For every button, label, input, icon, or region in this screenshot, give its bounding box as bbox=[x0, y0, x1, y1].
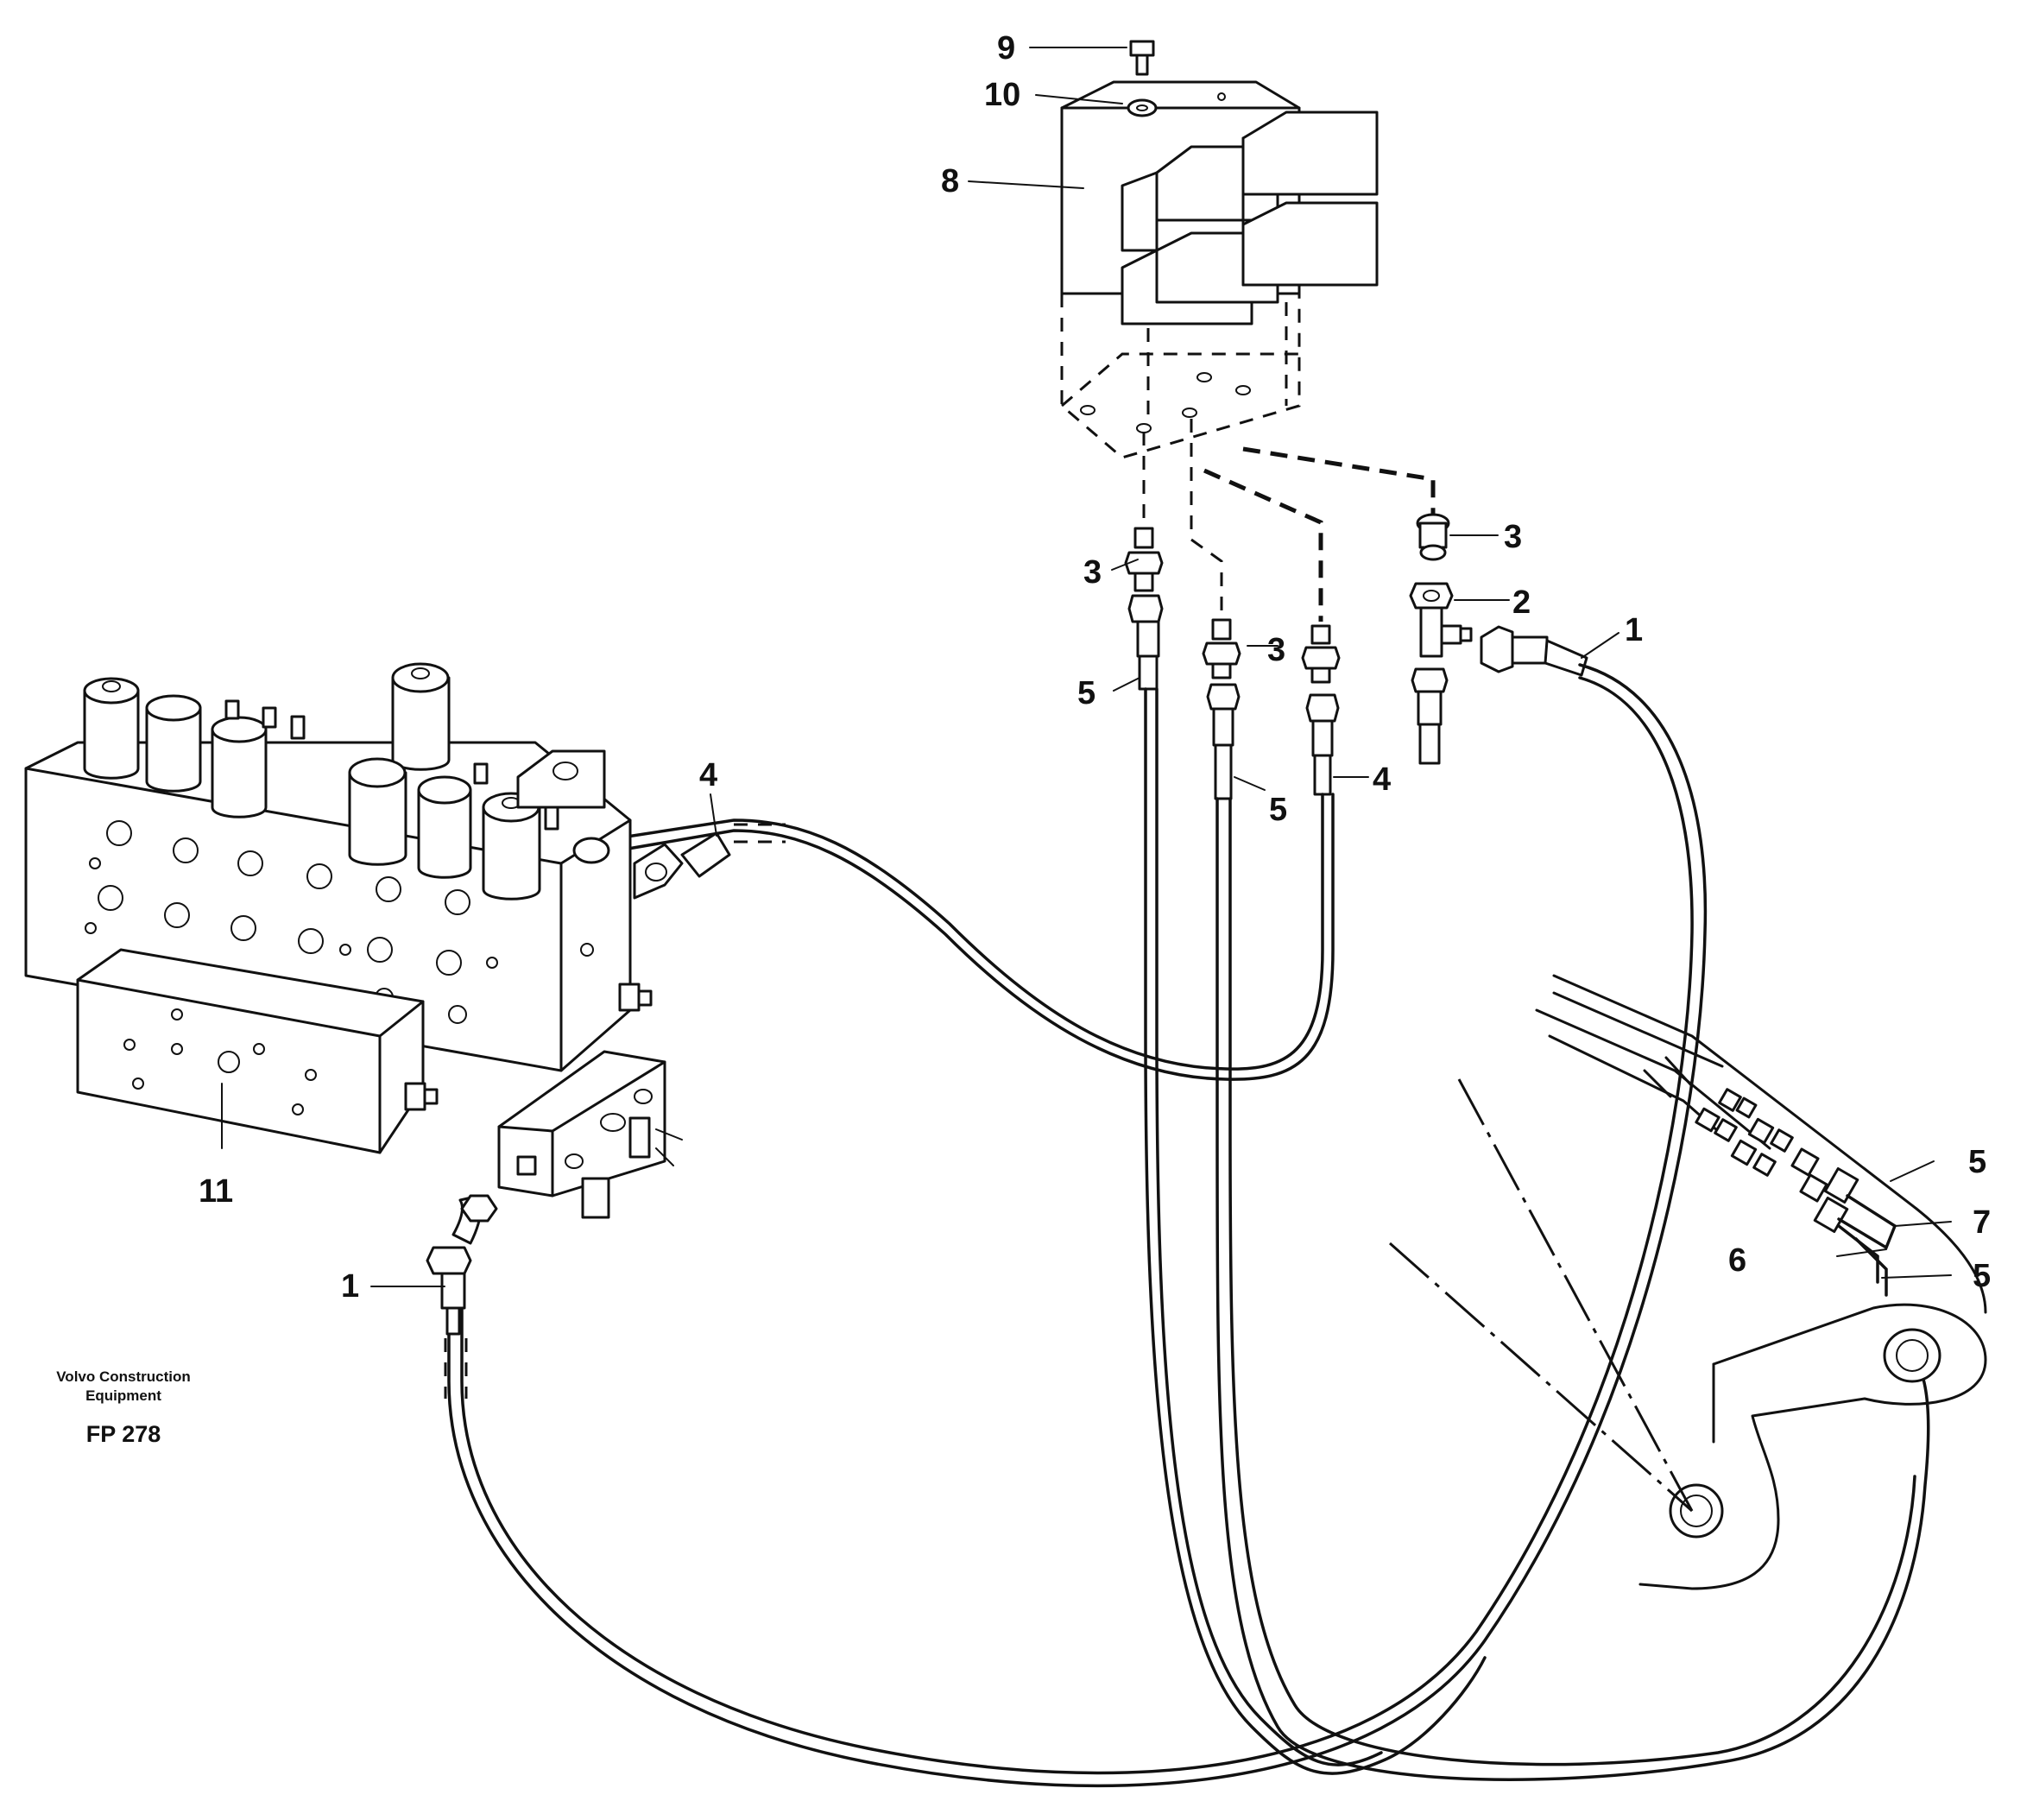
side-valve-block bbox=[497, 1050, 683, 1219]
callout-5-left: 5 bbox=[1077, 675, 1095, 711]
manifold-11 bbox=[76, 948, 439, 1154]
boom-arm bbox=[1389, 974, 1987, 1590]
brand-line-2: Equipment bbox=[85, 1387, 161, 1404]
tee-2 bbox=[1409, 582, 1473, 658]
callout-9: 9 bbox=[997, 30, 1015, 66]
boom-fittings bbox=[1695, 1088, 1897, 1297]
nipple-3-middle bbox=[1202, 618, 1241, 679]
callout-3-left: 3 bbox=[1083, 554, 1102, 591]
callout-1-top: 1 bbox=[1625, 612, 1643, 648]
nipple-3-left bbox=[1124, 527, 1164, 592]
callout-1-lower: 1 bbox=[341, 1268, 359, 1305]
callout-11: 11 bbox=[199, 1173, 233, 1210]
hose-end-5-middle bbox=[1206, 683, 1241, 800]
figure-code: FP 278 bbox=[86, 1421, 161, 1447]
callout-4-valve: 4 bbox=[699, 757, 717, 793]
hose-end-5-left bbox=[1127, 594, 1164, 691]
bolt-9 bbox=[1129, 40, 1155, 76]
washer-10 bbox=[1127, 98, 1158, 117]
nipple-3-right bbox=[1301, 624, 1341, 684]
callout-3-middle: 3 bbox=[1267, 632, 1285, 668]
hose-end-4-valve bbox=[633, 823, 786, 900]
hoses bbox=[447, 663, 1930, 1788]
callout-5-boom-top: 5 bbox=[1968, 1144, 1986, 1180]
hose-end-tee-bottom bbox=[1411, 667, 1449, 765]
hose-end-1-lower bbox=[426, 1194, 498, 1336]
callout-8: 8 bbox=[941, 163, 959, 199]
brand-line-1: Volvo Construction bbox=[56, 1368, 191, 1385]
nipple-3-top bbox=[1416, 513, 1450, 561]
callout-10: 10 bbox=[984, 77, 1020, 113]
hose-end-4-right bbox=[1305, 693, 1340, 796]
callout-7: 7 bbox=[1973, 1204, 1991, 1241]
callout-6: 6 bbox=[1728, 1242, 1746, 1279]
hose-end-1-top bbox=[1480, 625, 1588, 677]
callout-4-right: 4 bbox=[1373, 761, 1391, 798]
callout-2: 2 bbox=[1512, 585, 1531, 621]
callout-5-middle: 5 bbox=[1269, 792, 1287, 828]
valve-block-8 bbox=[1060, 80, 1379, 459]
callout-5-boom-bottom: 5 bbox=[1973, 1258, 1991, 1294]
callout-3-top: 3 bbox=[1504, 519, 1522, 555]
solenoid-row bbox=[83, 662, 610, 901]
callout-leaders bbox=[221, 47, 1952, 1287]
